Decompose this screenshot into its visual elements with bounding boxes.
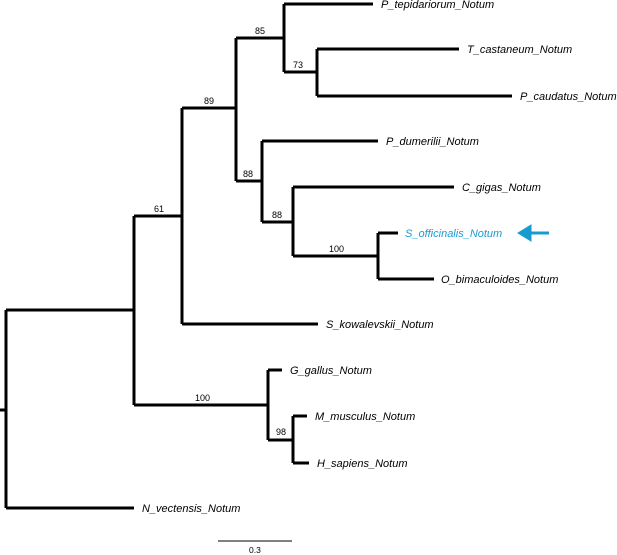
support-value-85: 85 xyxy=(255,26,265,36)
support-value-98: 98 xyxy=(276,427,286,437)
leaf-label-p-dumerilii: P_dumerilii_Notum xyxy=(386,136,479,148)
leaf-label-s-kowalevskii: S_kowalevskii_Notum xyxy=(326,319,434,331)
leaf-label-m-musculus: M_musculus_Notum xyxy=(315,411,415,423)
leaf-label-h-sapiens: H_sapiens_Notum xyxy=(317,458,408,470)
leaf-label-c-gigas: C_gigas_Notum xyxy=(462,182,541,194)
leaf-label-p-tepidariorum: P_tepidariorum_Notum xyxy=(381,0,494,11)
scale-bar: 0.3 xyxy=(218,540,292,555)
support-value-73: 73 xyxy=(293,60,303,70)
support-value-88b: 88 xyxy=(272,210,282,220)
leaf-label-g-gallus: G_gallus_Notum xyxy=(290,365,372,377)
support-value-61: 61 xyxy=(154,204,164,214)
leaf-label-t-castaneum: T_castaneum_Notum xyxy=(467,44,572,56)
left-arrow-icon xyxy=(517,224,549,242)
leaf-label-s-officinalis: S_officinalis_Notum xyxy=(405,228,502,240)
scale-bar-label: 0.3 xyxy=(249,545,261,555)
leaf-label-o-bimaculoides: O_bimaculoides_Notum xyxy=(441,274,558,286)
support-value-100b: 100 xyxy=(195,393,210,403)
support-value-100a: 100 xyxy=(329,244,344,254)
support-value-88a: 88 xyxy=(243,169,253,179)
leaf-label-p-caudatus: P_caudatus_Notum xyxy=(520,91,617,103)
leaf-label-n-vectensis: N_vectensis_Notum xyxy=(142,503,240,515)
support-value-89: 89 xyxy=(204,96,214,106)
